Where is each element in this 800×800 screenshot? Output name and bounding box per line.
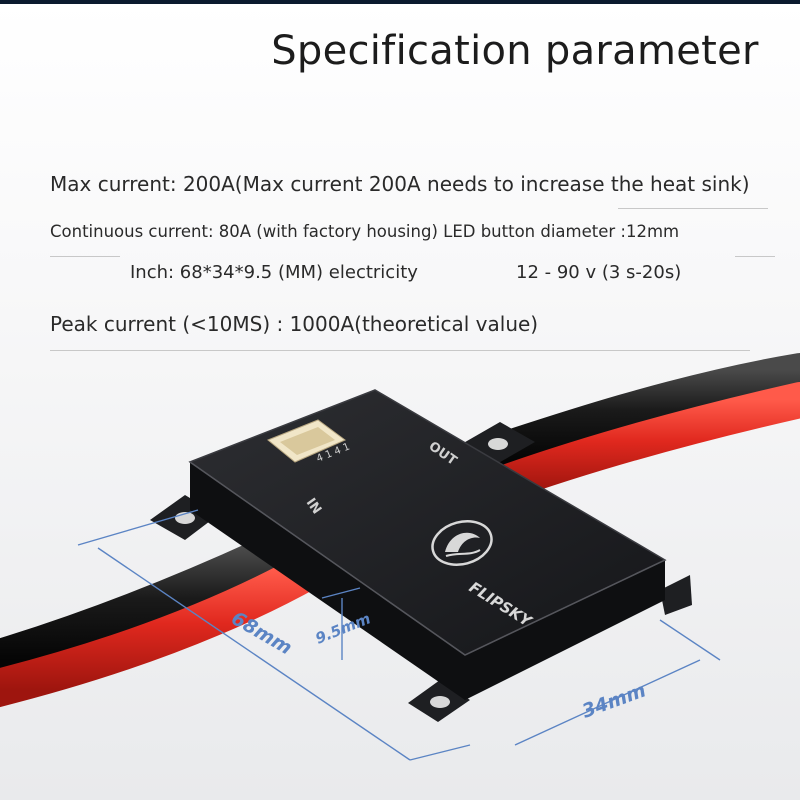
spec-peak-current: Peak current (<10MS) : 1000A(theoretical… <box>50 312 539 336</box>
dimension-68mm <box>77 509 471 761</box>
spec-divider <box>618 208 768 209</box>
dimension-34mm <box>514 619 721 746</box>
mounting-hole <box>430 696 450 708</box>
mounting-tab <box>660 575 692 615</box>
spec-continuous-current: Continuous current: 80A (with factory ho… <box>50 222 680 241</box>
spec-size: Inch: 68*34*9.5 (MM) electricity <box>130 262 418 283</box>
product-illustration: 4 1 4 1 OUT IN FLIPSKY 68mm 9.5mm 34mm <box>0 353 800 761</box>
spec-divider <box>735 256 775 257</box>
page-title: Specification parameter <box>271 28 759 74</box>
spec-max-current: Max current: 200A(Max current 200A needs… <box>50 172 750 196</box>
device-side <box>190 462 665 700</box>
dimension-9.5mm <box>321 587 361 660</box>
dolphin-logo-icon <box>431 520 493 566</box>
black-cable-left <box>0 530 298 676</box>
width-dimension-label: 34mm <box>579 679 649 722</box>
spec-divider <box>50 350 750 351</box>
top-bar <box>0 0 800 4</box>
red-cable-left <box>0 551 329 708</box>
spec-divider <box>50 256 120 257</box>
mounting-hole <box>488 438 508 450</box>
spec-voltage: 12 - 90 v (3 s-20s) <box>516 262 682 283</box>
in-label: IN <box>303 496 324 517</box>
